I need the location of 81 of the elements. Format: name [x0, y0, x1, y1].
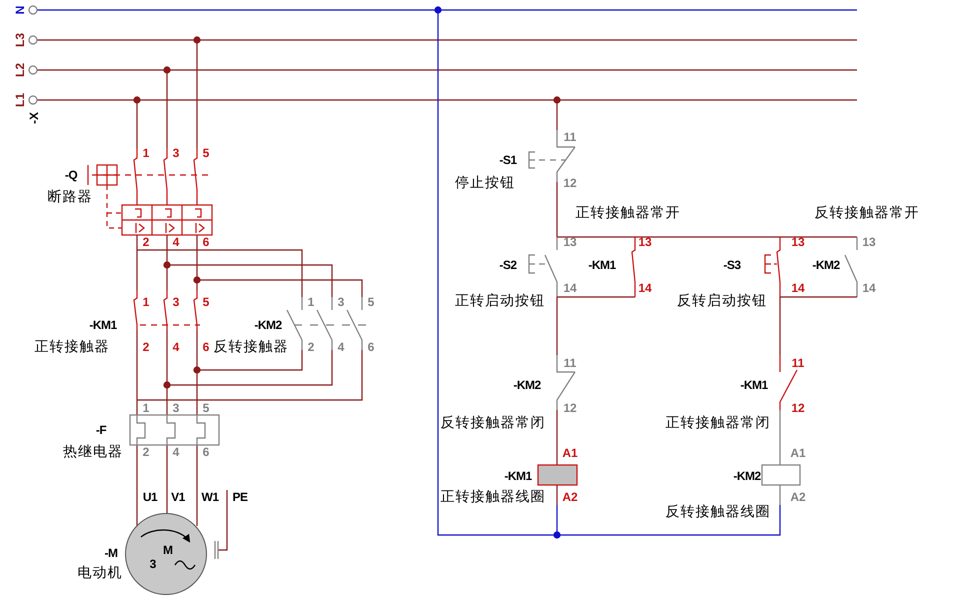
terminal-number: 1 — [142, 402, 150, 414]
terminal-number: A2 — [562, 491, 578, 503]
terminal-number: 6 — [202, 236, 210, 248]
device-tag: -KM1 — [89, 319, 117, 331]
terminal-number: 11 — [564, 357, 576, 369]
terminal-number: 4 — [172, 236, 180, 248]
terminal-number: 4 — [172, 446, 180, 458]
device-label: 反转启动按钮 — [677, 294, 767, 308]
terminal-number: 5 — [202, 296, 210, 308]
terminal-number: 11 — [792, 357, 804, 369]
terminal-number: 11 — [564, 131, 576, 143]
terminal-label: L1 — [14, 93, 26, 107]
device-tag: -S3 — [723, 259, 741, 271]
device-tag: U1 — [142, 491, 158, 503]
terminal-number: 2 — [142, 341, 150, 353]
terminal-number: 1 — [142, 296, 150, 308]
device-tag: V1 — [171, 491, 185, 503]
terminal-number: 12 — [791, 402, 805, 414]
terminal-number: 3 — [172, 402, 180, 414]
terminal-number: 6 — [202, 446, 210, 458]
terminal-number: 2 — [308, 341, 314, 353]
device-label: 停止按钮 — [455, 176, 515, 190]
device-tag: -KM1 — [588, 259, 616, 271]
terminal-label: L3 — [14, 33, 26, 47]
terminal-number: 13 — [638, 236, 652, 248]
terminal-number: A1 — [790, 447, 806, 459]
terminal-number: 3 — [338, 296, 344, 308]
terminal-number: 6 — [202, 341, 210, 353]
terminal-number: 13 — [791, 236, 805, 248]
terminal-number: A2 — [790, 491, 806, 503]
device-label: 正转接触器常开 — [576, 206, 680, 220]
device-tag: -KM1 — [504, 470, 532, 482]
terminal-number: 14 — [791, 282, 805, 294]
terminal-number: A1 — [562, 447, 578, 459]
terminal-number: 4 — [172, 341, 180, 353]
terminal-number: 3 — [172, 147, 180, 159]
device-tag: -KM2 — [733, 470, 761, 482]
device-tag: -M — [104, 547, 118, 559]
device-label: 断路器 — [48, 190, 92, 204]
terminal-number: 2 — [142, 236, 150, 248]
terminal-number: 5 — [202, 147, 210, 159]
terminal-number: 12 — [563, 402, 577, 414]
terminal-number: 14 — [638, 282, 652, 294]
terminal-label: L2 — [14, 63, 26, 77]
device-tag: PE — [232, 491, 248, 503]
terminal-number: 14 — [862, 282, 876, 294]
device-label: 反转接触器 — [214, 340, 288, 354]
terminal-number: 12 — [563, 177, 577, 189]
device-tag: -KM2 — [254, 319, 282, 331]
device-tag: -S2 — [499, 259, 517, 271]
device-label: 正转启动按钮 — [455, 294, 545, 308]
device-tag: -KM1 — [740, 379, 768, 391]
device-label: 正转接触器常闭 — [666, 416, 770, 430]
device-label: 正转接触器线圈 — [440, 490, 546, 504]
terminal-number: 5 — [368, 296, 374, 308]
terminal-number: 13 — [563, 236, 577, 248]
device-label: 电动机 — [78, 566, 122, 580]
device-label: 正转接触器 — [34, 340, 110, 354]
device-label: 反转接触器线圈 — [666, 505, 770, 519]
terminal-number: 14 — [563, 282, 577, 294]
terminal-label: -X — [28, 112, 40, 124]
terminal-number: 3 — [172, 296, 180, 308]
terminal-number: 13 — [862, 236, 876, 248]
motor-label: 3 — [150, 558, 156, 570]
terminal-number: 2 — [142, 446, 150, 458]
terminal-number: 1 — [142, 147, 150, 159]
device-label: 反转接触器常开 — [814, 206, 920, 220]
terminal-number: 4 — [338, 341, 344, 353]
device-label: 反转接触器常闭 — [440, 416, 546, 430]
device-tag: -F — [96, 424, 106, 436]
device-label: 热继电器 — [63, 445, 123, 459]
motor-label: M — [163, 544, 173, 556]
terminal-number: 1 — [308, 296, 314, 308]
device-tag: -S1 — [499, 154, 517, 166]
terminal-number: 5 — [202, 402, 210, 414]
device-tag: W1 — [202, 491, 218, 503]
device-tag: -Q — [64, 169, 78, 181]
terminal-number: 6 — [368, 341, 374, 353]
device-tag: -KM2 — [812, 259, 840, 271]
terminal-label: N — [14, 6, 26, 14]
device-tag: -KM2 — [513, 379, 541, 391]
